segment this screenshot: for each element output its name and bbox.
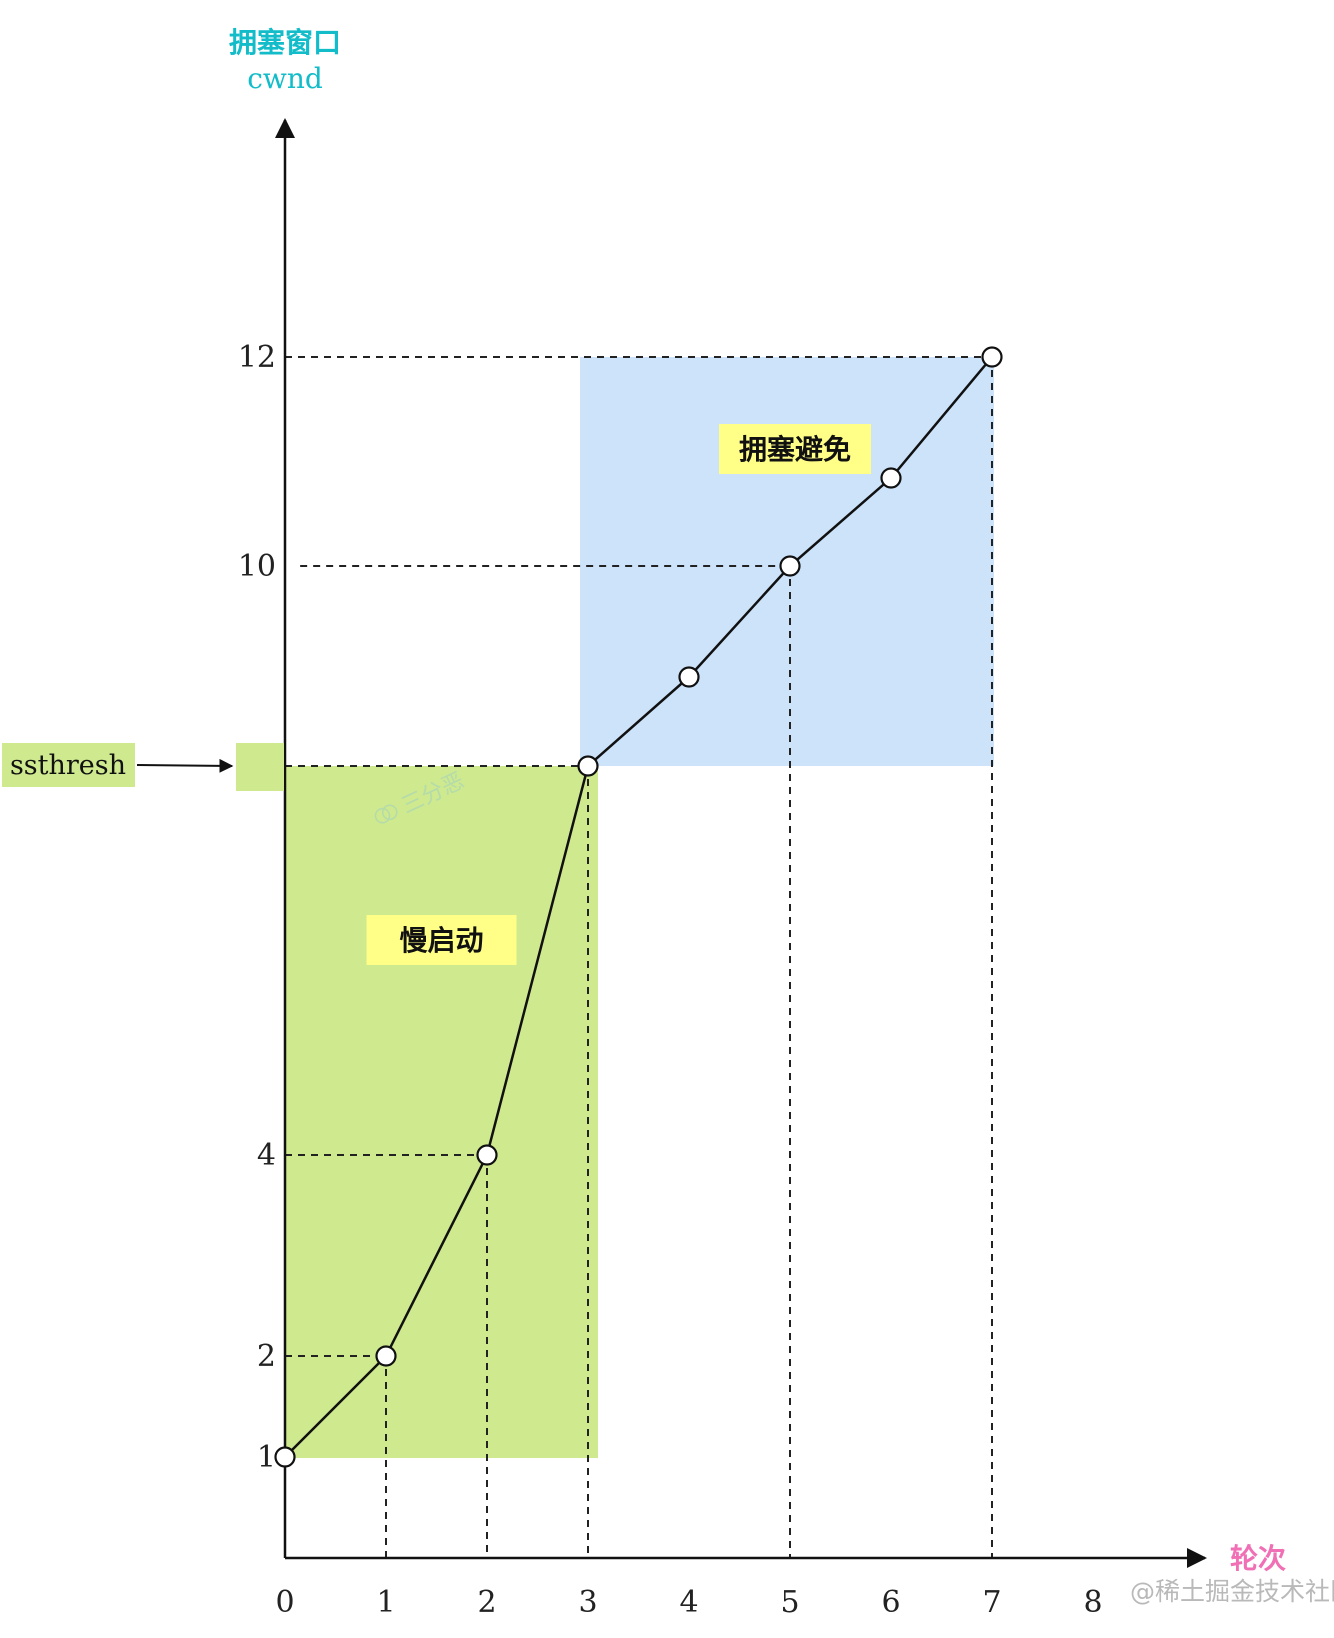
x-tick-1: 1	[376, 1585, 395, 1620]
region-labels: 慢启动 拥塞避免	[366, 424, 871, 965]
x-tick-7: 7	[982, 1585, 1001, 1620]
y-tick-10: 10	[238, 549, 276, 584]
y-axis-subtitle: cwnd	[247, 62, 323, 95]
guide-lines	[285, 356, 993, 1558]
watermark: @稀土掘金技术社区	[1130, 1577, 1334, 1606]
ssthresh-value-box	[236, 743, 284, 791]
ssthresh-marker: ssthresh	[2, 743, 284, 791]
x-tick-labels: 0 1 2 3 4 5 6 7 8	[275, 1585, 1102, 1620]
ssthresh-label: ssthresh	[10, 750, 126, 781]
x-tick-6: 6	[881, 1585, 900, 1620]
y-axis-title: 拥塞窗口	[229, 26, 341, 59]
cwnd-series	[274, 346, 1003, 1468]
x-tick-3: 3	[578, 1585, 597, 1620]
region-layer	[285, 357, 994, 1458]
cwnd-line	[284, 356, 993, 1458]
data-point-0	[274, 1446, 296, 1468]
data-point-3	[577, 755, 599, 777]
y-tick-1: 1	[257, 1440, 276, 1475]
x-tick-0: 0	[275, 1585, 294, 1620]
region-label-1: 拥塞避免	[739, 433, 851, 466]
x-tick-5: 5	[780, 1585, 799, 1620]
data-point-4	[678, 666, 700, 688]
ssthresh-arrow	[136, 758, 234, 773]
y-tick-12: 12	[238, 340, 276, 375]
y-tick-2: 2	[257, 1339, 276, 1374]
x-axis-title: 轮次	[1230, 1542, 1286, 1575]
x-tick-4: 4	[679, 1585, 698, 1620]
y-tick-4: 4	[257, 1138, 276, 1173]
ssthresh-label-box	[2, 743, 135, 787]
data-point-2	[476, 1144, 498, 1166]
x-tick-2: 2	[477, 1585, 496, 1620]
x-tick-8: 8	[1083, 1585, 1102, 1620]
data-point-1	[375, 1345, 397, 1367]
data-point-7	[981, 346, 1003, 368]
region-label-box-1	[719, 424, 871, 474]
stamp-icon	[374, 807, 391, 824]
region-0	[285, 766, 598, 1458]
region-label-box-0	[366, 915, 517, 965]
stamp-icon-2	[381, 804, 398, 821]
region-label-0: 慢启动	[399, 924, 483, 957]
data-point-5	[779, 555, 801, 577]
data-point-6	[880, 467, 902, 489]
y-tick-labels: 12481012	[238, 340, 276, 1475]
axes	[275, 118, 1207, 1568]
